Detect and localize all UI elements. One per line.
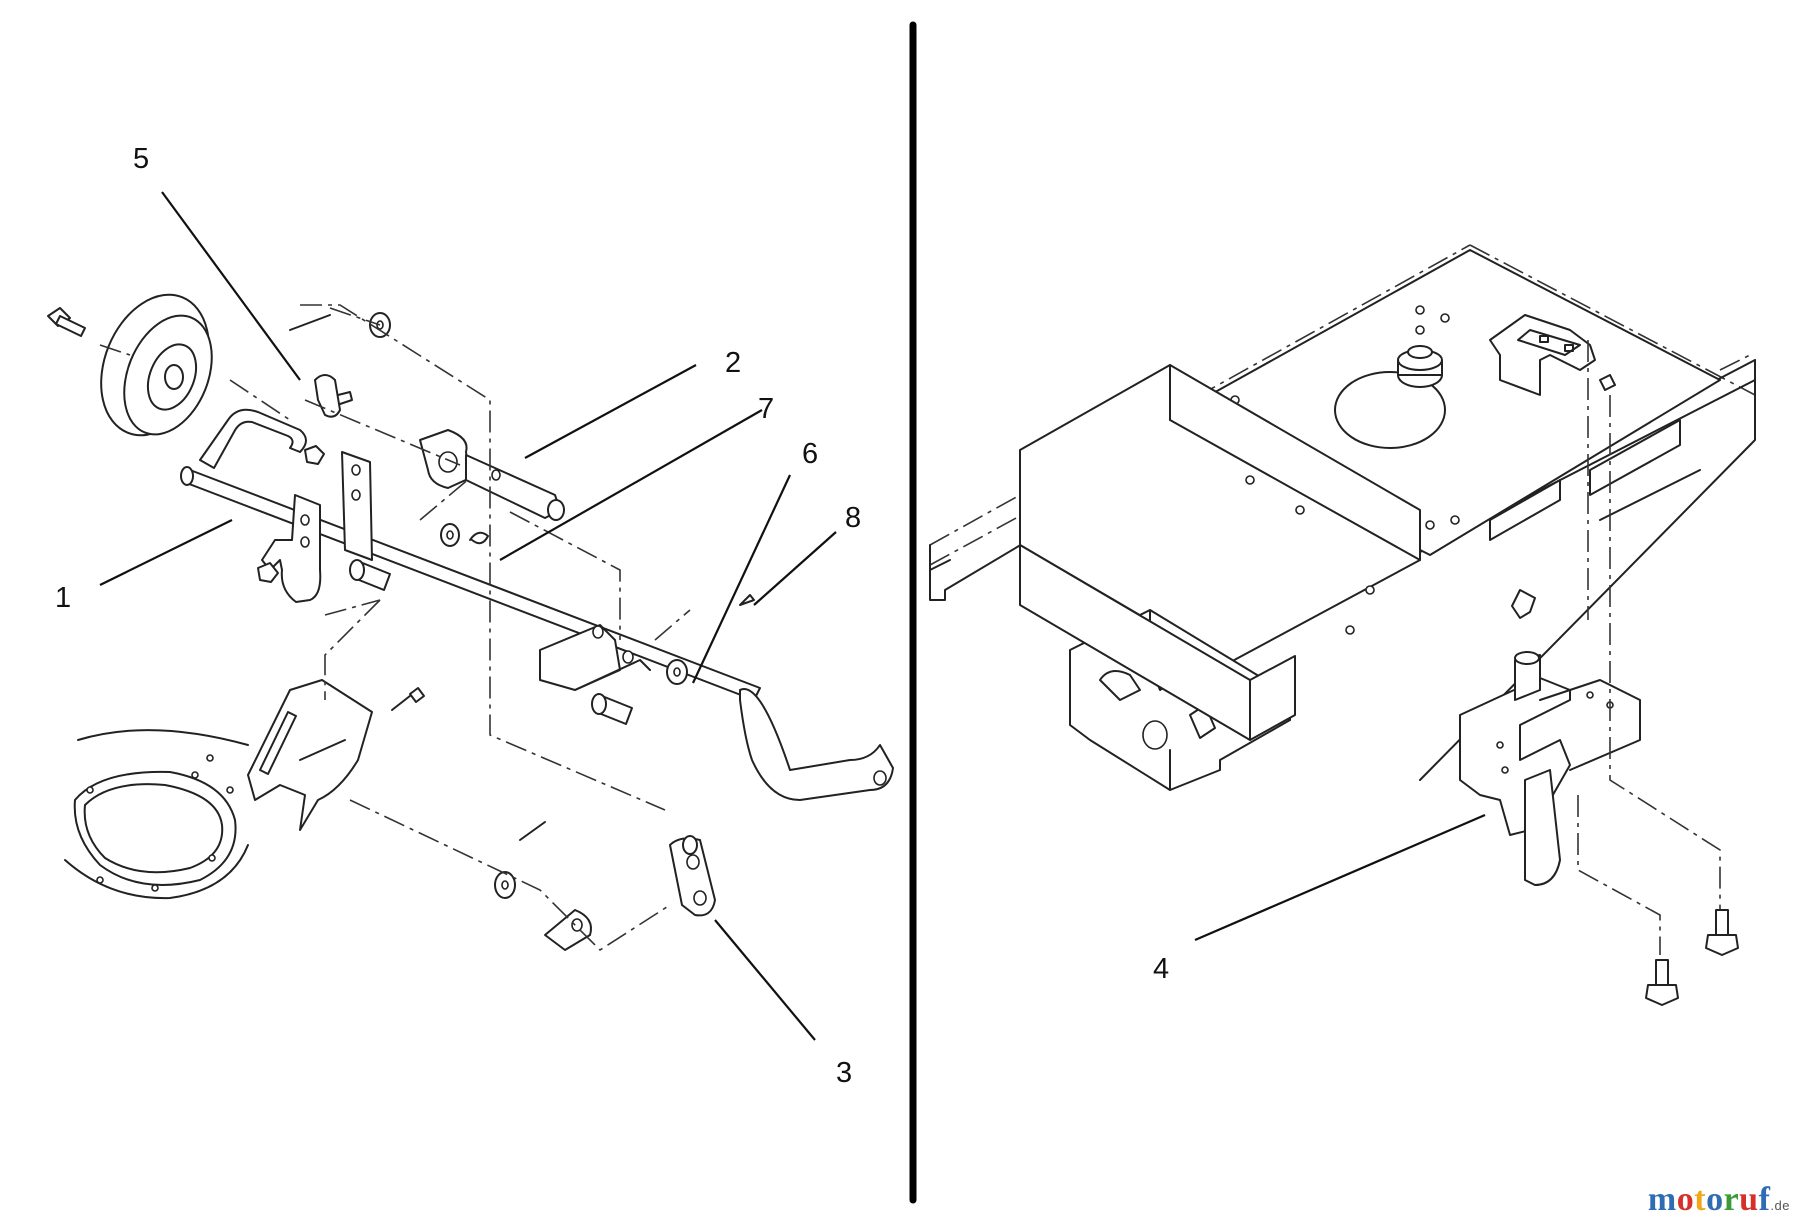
lift-bracket [1459, 651, 1641, 886]
leader-5 [161, 191, 301, 381]
pivot-bracket [314, 374, 341, 418]
adjuster-link [419, 429, 565, 521]
callout-4: 4 [1153, 953, 1169, 985]
callout-1: 1 [55, 582, 71, 614]
mount-plate-right [341, 451, 373, 561]
axle-nut [304, 445, 325, 465]
hair-pin [469, 531, 489, 545]
logo-letter: r [1723, 1181, 1740, 1218]
logo-letter: t [1694, 1181, 1707, 1218]
frame-slot-2 [1589, 419, 1681, 496]
leader-1 [99, 519, 233, 586]
callout-5: 5 [133, 143, 149, 175]
wheel-bolt [47, 307, 86, 337]
cable-clip [1511, 589, 1536, 619]
left-assembly [47, 293, 894, 952]
callout-8: 8 [845, 502, 861, 534]
leader-8 [753, 531, 837, 606]
logo-letter: u [1739, 1181, 1759, 1218]
lever-hole [873, 770, 887, 786]
logo-letter: o [1706, 1181, 1724, 1218]
leader-4 [1194, 813, 1486, 942]
leader-lines [99, 191, 1486, 1041]
logo-suffix: .de [1770, 1198, 1790, 1213]
frame-slot-1 [1489, 479, 1561, 541]
callout-6: 6 [802, 438, 818, 470]
wheel [100, 293, 213, 437]
logo-letter: f [1758, 1181, 1771, 1218]
logo-letters: motoruf [1648, 1181, 1771, 1218]
cotter-pin-lower [519, 821, 546, 841]
leader-6 [692, 474, 791, 684]
center-stub [1397, 345, 1443, 388]
callout-labels: 1 2 3 4 5 6 7 8 [55, 143, 1169, 1089]
logo-letter: m [1647, 1181, 1677, 1218]
frame-bolt-1 [1645, 959, 1679, 1006]
leader-2 [524, 364, 697, 459]
height-lever [739, 688, 894, 801]
leader-3 [714, 919, 816, 1041]
leader-7 [499, 409, 763, 561]
rear-bracket [539, 624, 621, 691]
pivot-bracket-top [1489, 314, 1596, 396]
plate-cutout [1334, 371, 1446, 449]
motoruf-logo: motoruf.de [1648, 1181, 1790, 1219]
callout-7: 7 [758, 393, 774, 425]
frame-bolt-2 [1705, 909, 1739, 956]
lower-arm [544, 909, 592, 951]
logo-letter: o [1676, 1181, 1695, 1218]
axle-shaft [180, 466, 761, 725]
axle-bracket [199, 408, 307, 469]
right-assembly [929, 244, 1756, 1006]
cotter-pin-8 [739, 594, 755, 606]
hitch-hole [1142, 720, 1168, 750]
cotter-pin-top [289, 314, 331, 331]
link-plate [669, 835, 716, 917]
callout-2: 2 [725, 347, 741, 379]
deck-housing [64, 729, 249, 900]
callout-3: 3 [836, 1057, 852, 1089]
